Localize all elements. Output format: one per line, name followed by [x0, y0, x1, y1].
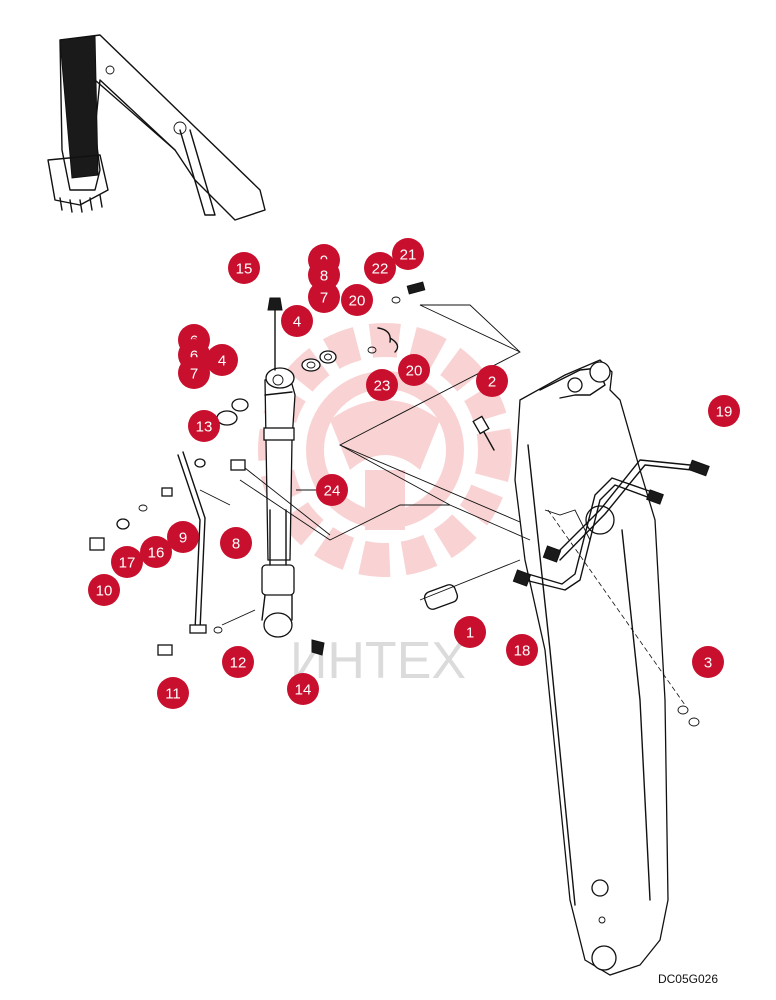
callout-circle [308, 259, 340, 291]
callout-label: 3 [704, 655, 712, 672]
bucket-cylinder [261, 299, 296, 638]
callout-layer: 1598212272042320664713219249816171011812… [88, 238, 740, 709]
callout-label: 6 [190, 348, 198, 365]
callout-circle [454, 616, 486, 648]
callout-label: 7 [320, 290, 328, 307]
callout-marker: 24 [316, 474, 348, 506]
callout-marker: 15 [228, 252, 260, 284]
callout-marker: 4 [206, 344, 238, 376]
callout-label: 22 [372, 261, 389, 278]
callout-circle [228, 252, 260, 284]
callout-marker: 13 [188, 410, 220, 442]
callout-marker: 16 [140, 536, 172, 568]
callout-circle [157, 677, 189, 709]
small-parts [89, 281, 700, 727]
callout-circle [88, 574, 120, 606]
callout-label: 4 [218, 353, 226, 370]
callout-circle [341, 284, 373, 316]
drawing-code: DC05G026 [657, 972, 718, 986]
callout-circle [308, 281, 340, 313]
callout-marker: 21 [392, 238, 424, 270]
callout-circle [366, 369, 398, 401]
callout-circle [206, 344, 238, 376]
callout-label: 8 [320, 268, 328, 285]
callout-marker: 20 [398, 354, 430, 386]
callout-label: 16 [148, 545, 165, 562]
callout-label: 15 [236, 261, 253, 278]
callout-marker: 1 [454, 616, 486, 648]
callout-label: 20 [406, 363, 423, 380]
excavator-overview [47, 34, 266, 221]
callout-label: 19 [716, 404, 733, 421]
callout-circle [222, 646, 254, 678]
callout-marker: 23 [366, 369, 398, 401]
callout-label: 24 [324, 483, 341, 500]
callout-circle [476, 365, 508, 397]
callout-label: 17 [119, 555, 136, 572]
callout-circle [281, 305, 313, 337]
callout-marker: 22 [364, 252, 396, 284]
callout-marker: 8 [308, 259, 340, 291]
callout-label: 10 [96, 583, 113, 600]
callout-circle [316, 474, 348, 506]
callout-label: 4 [293, 314, 301, 331]
callout-marker: 18 [506, 634, 538, 666]
callout-marker: 4 [281, 305, 313, 337]
callout-circle [398, 354, 430, 386]
callout-marker: 20 [341, 284, 373, 316]
callout-label: 13 [196, 419, 213, 436]
callout-label: 12 [230, 655, 247, 672]
callout-marker: 17 [111, 546, 143, 578]
callout-marker: 12 [222, 646, 254, 678]
callout-label: 18 [514, 643, 531, 660]
callout-marker: 10 [88, 574, 120, 606]
callout-circle [708, 395, 740, 427]
callout-circle [167, 521, 199, 553]
callout-label: 7 [190, 366, 198, 383]
callout-marker: 11 [157, 677, 189, 709]
callout-circle [188, 410, 220, 442]
callout-circle [220, 527, 252, 559]
callout-marker: 14 [287, 673, 319, 705]
callout-marker: 8 [220, 527, 252, 559]
callout-marker: 2 [476, 365, 508, 397]
callout-label: 9 [179, 530, 187, 547]
callout-label: 14 [295, 682, 312, 699]
callout-circle [364, 252, 396, 284]
hose-assembly [512, 459, 710, 591]
callout-label: 23 [374, 378, 391, 395]
callout-circle [692, 646, 724, 678]
callout-circle [111, 546, 143, 578]
callout-circle [392, 238, 424, 270]
callout-label: 20 [349, 293, 366, 310]
callout-marker: 19 [708, 395, 740, 427]
callout-circle [178, 357, 210, 389]
callout-circle [140, 536, 172, 568]
callout-marker: 7 [308, 281, 340, 313]
callout-circle [506, 634, 538, 666]
grease-fitting [267, 297, 283, 311]
callout-label: 21 [400, 247, 417, 264]
leader-lines [199, 304, 686, 706]
callout-marker: 7 [178, 357, 210, 389]
callout-label: 8 [232, 536, 240, 553]
callout-label: 11 [165, 686, 181, 703]
callout-marker: 3 [692, 646, 724, 678]
callout-label: 1 [466, 625, 474, 642]
callout-marker: 9 [167, 521, 199, 553]
callout-label: 2 [488, 374, 496, 391]
callout-circle [287, 673, 319, 705]
arm-assembly [514, 359, 669, 976]
